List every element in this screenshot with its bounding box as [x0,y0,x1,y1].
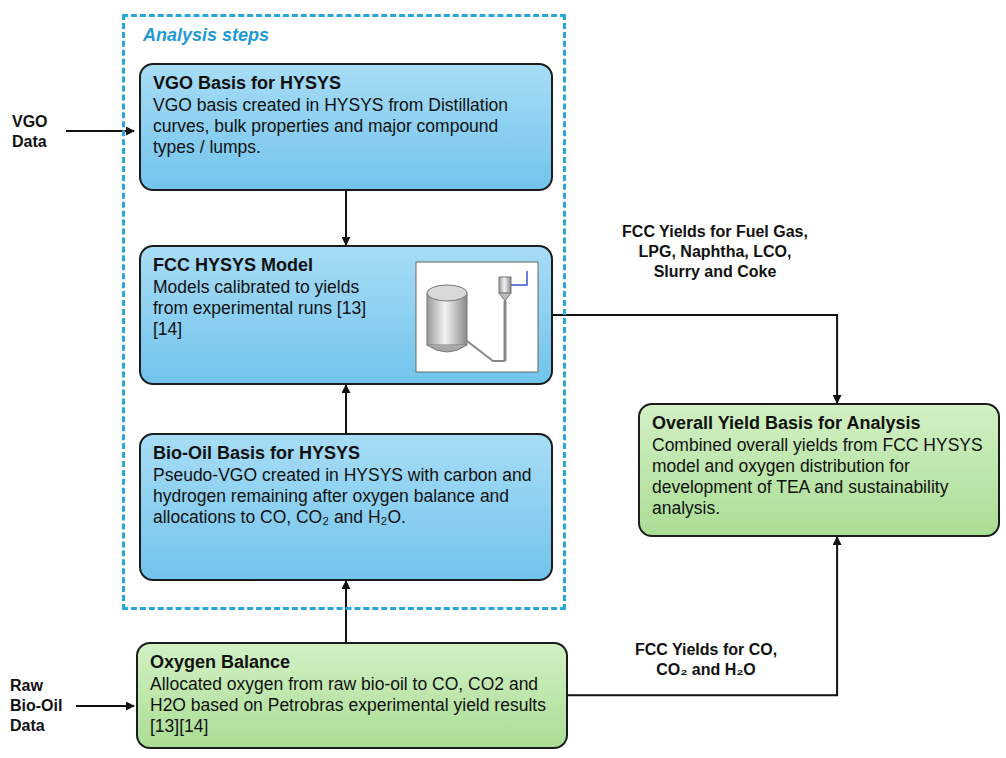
cyclone [499,277,511,293]
transfer-line [467,341,505,361]
process-box: VGO Basis for HYSYSVGO basis created in … [139,63,553,191]
connector-arrow [345,191,347,245]
box-body: VGO basis created in HYSYS from Distilla… [153,95,539,158]
box-heading: Bio-Oil Basis for HYSYS [153,443,539,465]
box-body: Models calibrated to yields from experim… [153,277,539,340]
group-title: Analysis steps [143,25,545,46]
connector-arrow [553,315,837,403]
cyclone-cone [499,293,511,301]
edge-label: FCC Yields for CO, CO₂ and H₂O [620,640,792,680]
vessel-bottom [427,345,467,352]
box-heading: Overall Yield Basis for Analysis [652,413,986,435]
box-body: Combined overall yields from FCC HYSYS m… [652,435,986,519]
box-body: Pseudo-VGO created in HYSYS with carbon … [153,465,539,528]
box-heading: Oxygen Balance [150,652,554,674]
overhead-line [511,271,527,285]
vessel-top [427,285,467,301]
riser [504,301,507,361]
input-label: Raw Bio-Oil Data [10,676,76,736]
process-box: Bio-Oil Basis for HYSYSPseudo-VGO create… [139,433,553,581]
input-label: VGO Data [12,112,64,152]
connector-arrow [345,581,347,642]
process-box: FCC HYSYS ModelModels calibrated to yiel… [139,245,553,385]
connector-arrow [345,385,347,433]
input-arrow [76,705,134,707]
connector-arrow [568,537,837,695]
process-box: Oxygen BalanceAllocated oxygen from raw … [136,642,568,749]
fcc-unit-illustration [415,261,539,373]
box-heading: FCC HYSYS Model [153,255,539,277]
box-body: Allocated oxygen from raw bio-oil to CO,… [150,674,554,737]
illustration-frame [416,262,538,372]
edge-label: FCC Yields for Fuel Gas, LPG, Naphtha, L… [620,222,810,282]
box-heading: VGO Basis for HYSYS [153,73,539,95]
process-box: Overall Yield Basis for AnalysisCombined… [638,403,1000,537]
group-box: Analysis stepsVGO Basis for HYSYSVGO bas… [122,14,566,610]
